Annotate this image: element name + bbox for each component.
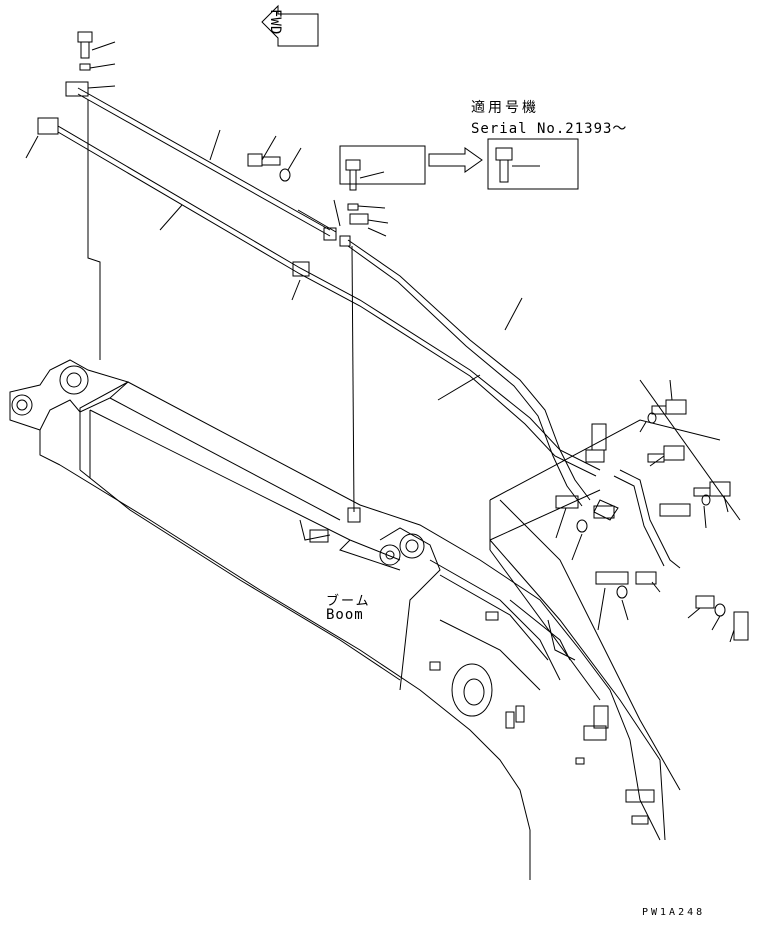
arm-structure xyxy=(9,359,661,880)
section-outline xyxy=(489,379,741,701)
serial-number-label: Serial No.21393〜 xyxy=(471,121,628,137)
top-bolt xyxy=(65,31,116,97)
boom-label: Boom xyxy=(326,607,364,623)
upper-tube xyxy=(77,87,591,507)
leader-lines xyxy=(87,100,355,513)
applicable-serial-label-jp: 適用号機 xyxy=(471,100,539,116)
center-clamps xyxy=(333,199,389,237)
middle-bolt xyxy=(247,135,351,247)
detail-box-after xyxy=(487,138,579,190)
fwd-label: FWD xyxy=(267,9,283,35)
lower-tube xyxy=(25,117,601,477)
drawing-code: PW1A248 xyxy=(642,907,706,918)
detail-box-before xyxy=(339,145,426,191)
right-hose-assembly xyxy=(489,419,749,841)
change-arrow xyxy=(428,147,483,173)
boom-joint xyxy=(379,527,576,729)
boom-label-jp: ブーム xyxy=(326,594,371,609)
right-bolts xyxy=(639,379,731,529)
fwd-arrow xyxy=(261,4,319,47)
